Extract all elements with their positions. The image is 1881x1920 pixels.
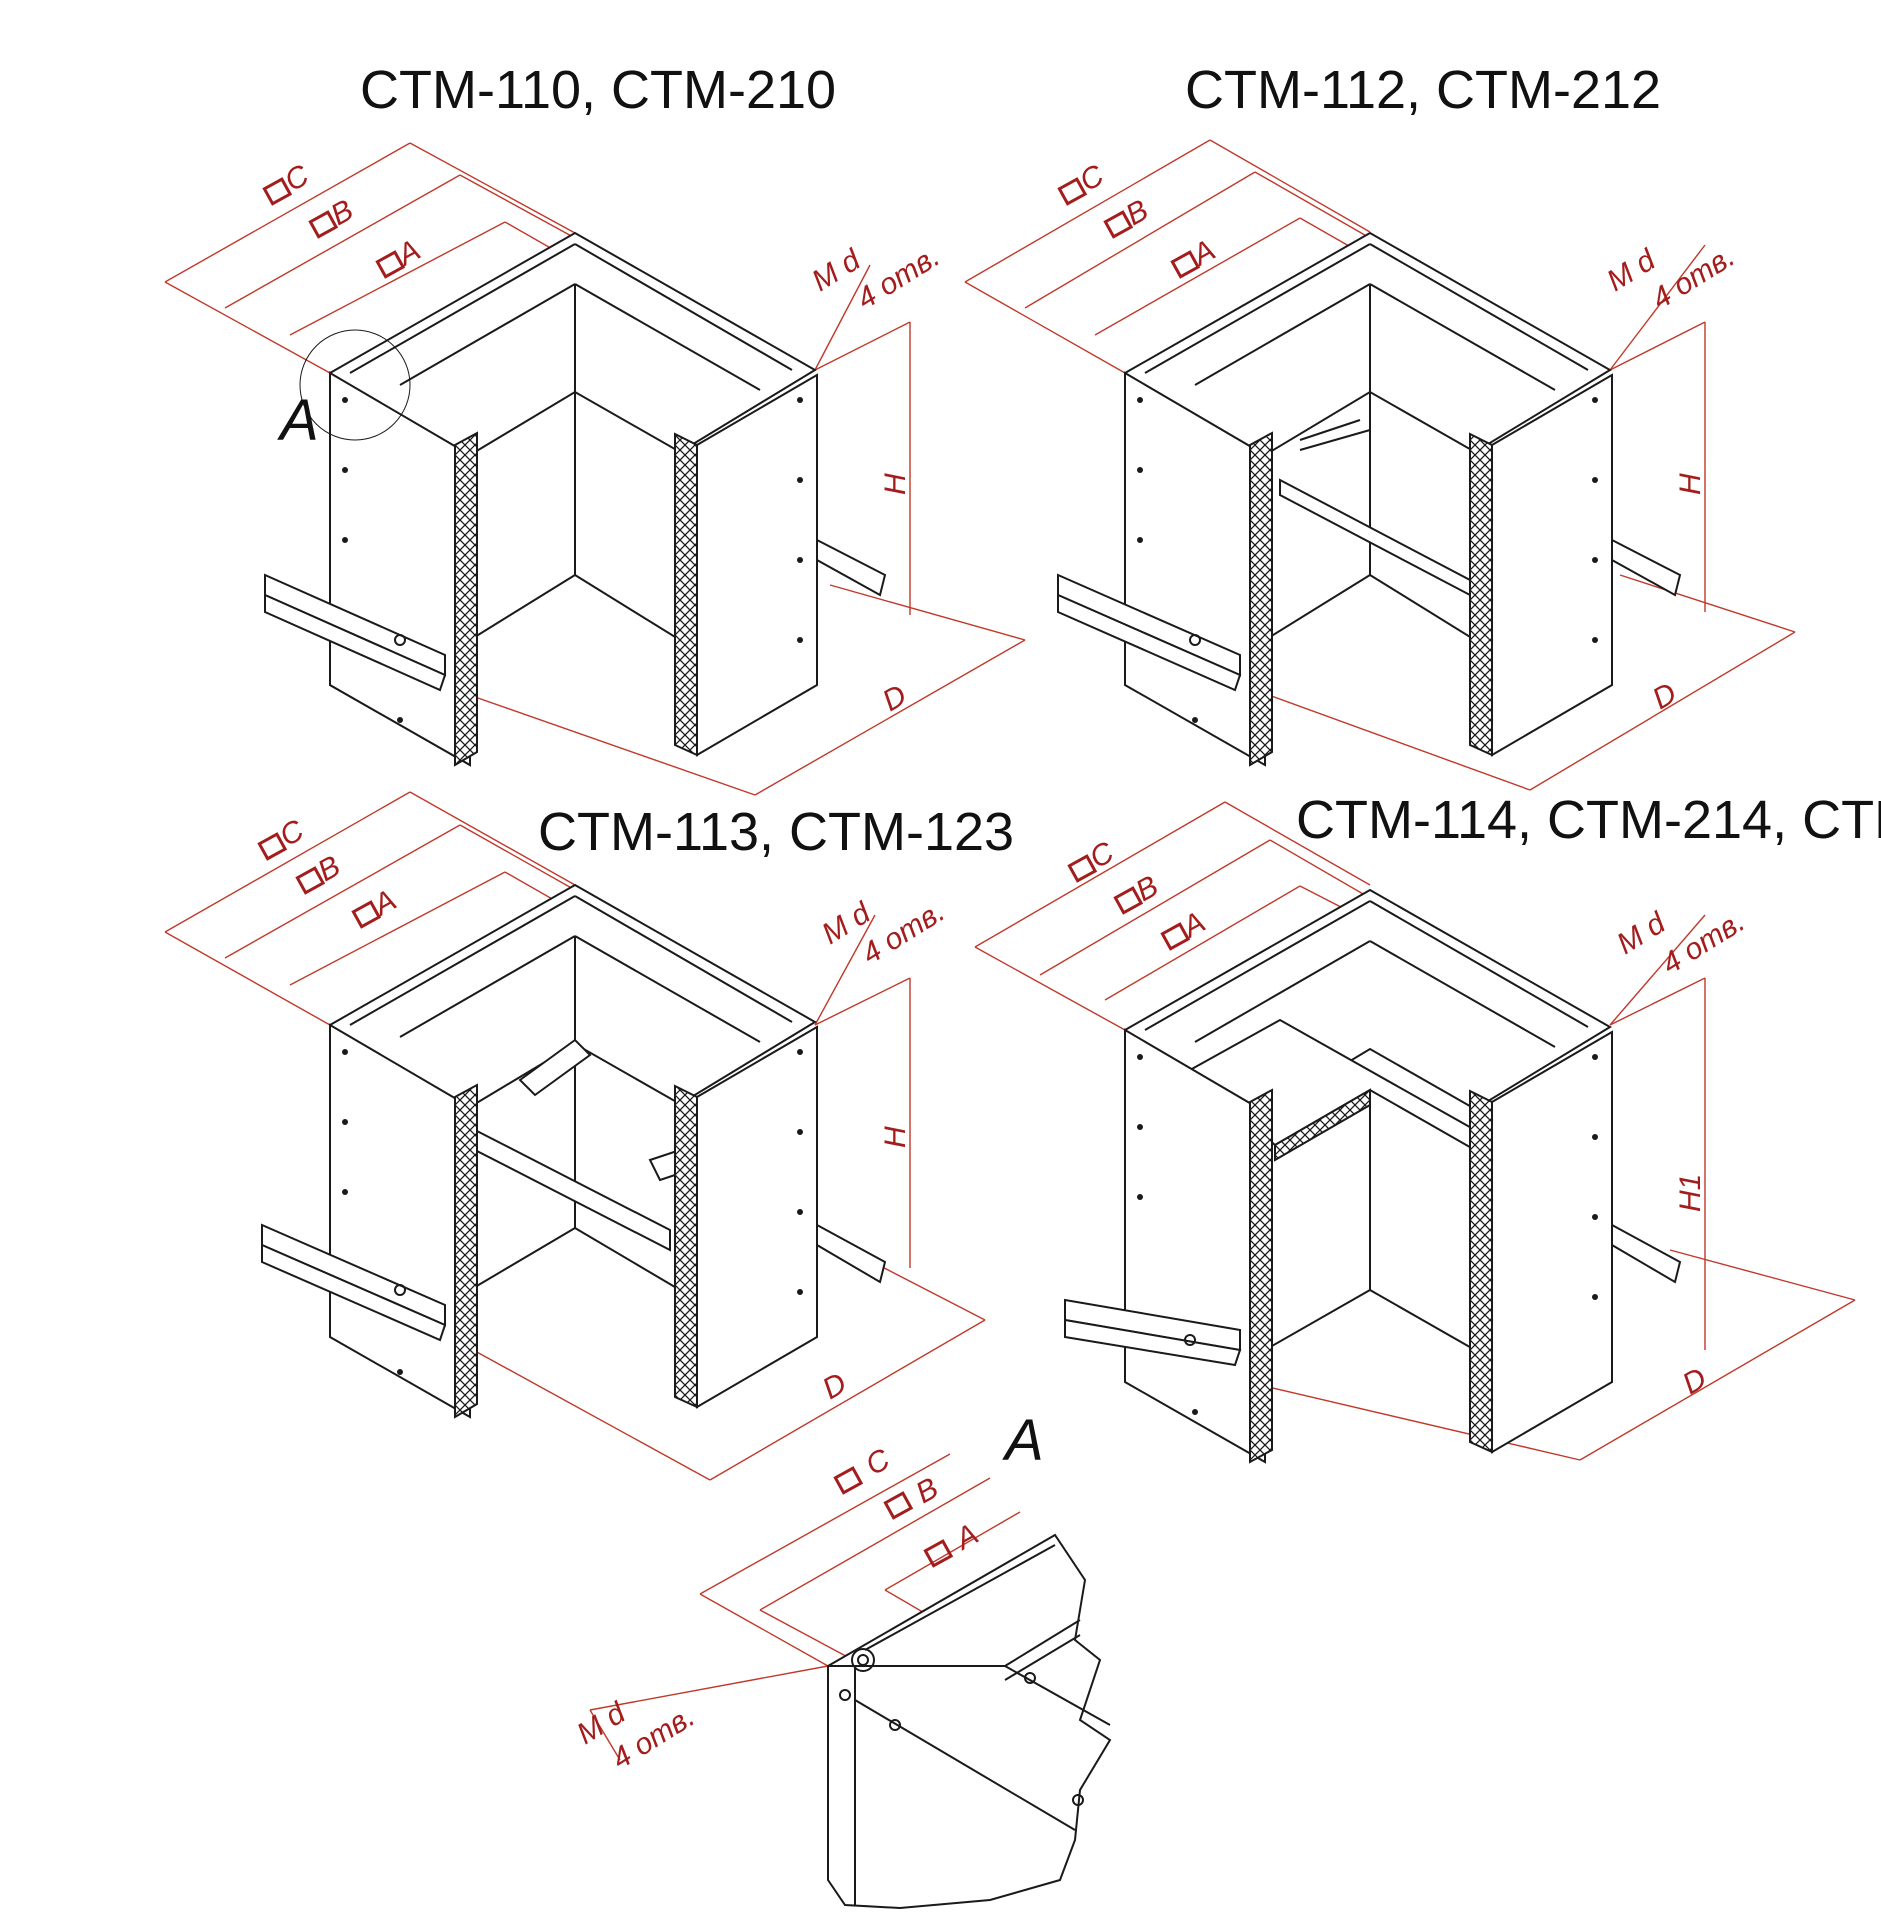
dim-label-h: H: [1674, 473, 1707, 495]
detail-callout-label: A: [277, 388, 319, 453]
detail-corner: [827, 1533, 1112, 1910]
dim-label-c: C: [274, 814, 309, 854]
unit-ctm-112: CTM-112, CTM-212 C B A M d 4 отв. H D: [964, 60, 1796, 791]
detail-title: A: [1002, 1408, 1044, 1473]
dim-label-c: C: [279, 159, 314, 199]
dim-ext-d-right: [829, 584, 1026, 641]
dim-label-b: B: [312, 850, 346, 889]
cabinet-body: [1057, 231, 1682, 767]
right-side-panel: [696, 373, 818, 757]
dim-label-h1: H1: [1674, 1174, 1707, 1212]
cabinet-body: [261, 883, 887, 1419]
holes-label: 4 отв.: [851, 240, 945, 316]
dim-label-d: D: [877, 679, 912, 718]
unit-title-ctm-114: CTM-114, CTM-214, CTM-214ДУ: [1296, 790, 1881, 850]
square-symbol-a: [375, 250, 406, 279]
dim-label-c: C: [1084, 836, 1119, 876]
cabinet-body: [264, 231, 887, 767]
dim-label-c: C: [1074, 159, 1109, 199]
detail-label-b: B: [910, 1472, 944, 1511]
dim-label-h: H: [879, 1126, 912, 1148]
square-symbol-c: [262, 177, 293, 206]
unit-ctm-110: CTM-110, CTM-210 C B A M d 4 отв. H D: [164, 60, 1026, 796]
bolt-hole: [851, 1648, 875, 1672]
detail-label-c: C: [860, 1443, 895, 1483]
dim-ext-h-top: [814, 321, 911, 371]
dim-line-b: [224, 174, 461, 309]
square-symbol-b: [308, 210, 339, 239]
unit-title-ctm-113: CTM-113, CTM-123: [538, 802, 1014, 862]
detail-dim-a: [884, 1511, 1021, 1591]
dim-line-d: [754, 639, 1026, 796]
dim-ext-d-left: [454, 689, 756, 796]
unit-title-ctm-112: CTM-112, CTM-212: [1185, 60, 1661, 120]
detail-dim-c: [699, 1453, 951, 1595]
unit-ctm-113: CTM-113, CTM-123 C B A M d 4 отв. H D: [164, 791, 1014, 1481]
holes-label: 4 отв.: [856, 895, 950, 971]
dim-label-d: D: [1647, 677, 1682, 716]
left-insulation: [454, 431, 478, 767]
dim-ext-c-left: [164, 281, 331, 374]
unit-ctm-114: CTM-114, CTM-214, CTM-214ДУ C B A M d 4 …: [974, 790, 1881, 1464]
dim-ext-c: [409, 142, 576, 234]
holes-label: 4 отв.: [1646, 240, 1740, 316]
detail-label-a: A: [949, 1518, 984, 1558]
dim-label-h: H: [879, 473, 912, 495]
detail-leader-md: [589, 1665, 829, 1711]
detail-a-view: A C B A M d 4 отв.: [571, 1408, 1112, 1910]
detail-panel-outline: [827, 1533, 1112, 1910]
leader-md: [814, 264, 871, 371]
dim-line-a: [289, 221, 506, 336]
right-rail: [816, 538, 887, 597]
internal-damper: [474, 1128, 671, 1252]
dim-label-b: B: [1120, 194, 1154, 233]
unit-title-ctm-110: CTM-110, CTM-210: [360, 60, 836, 120]
dim-label-d: D: [1677, 1362, 1712, 1401]
cabinet-body: [1064, 888, 1682, 1464]
detail-callout-circle: [299, 329, 411, 441]
dim-line-c: [164, 142, 411, 283]
right-insulation: [674, 432, 698, 757]
detail-dim-b: [759, 1477, 991, 1611]
dim-label-b: B: [325, 194, 359, 233]
dim-ext-b: [459, 174, 576, 239]
dim-label-b: B: [1130, 870, 1164, 909]
